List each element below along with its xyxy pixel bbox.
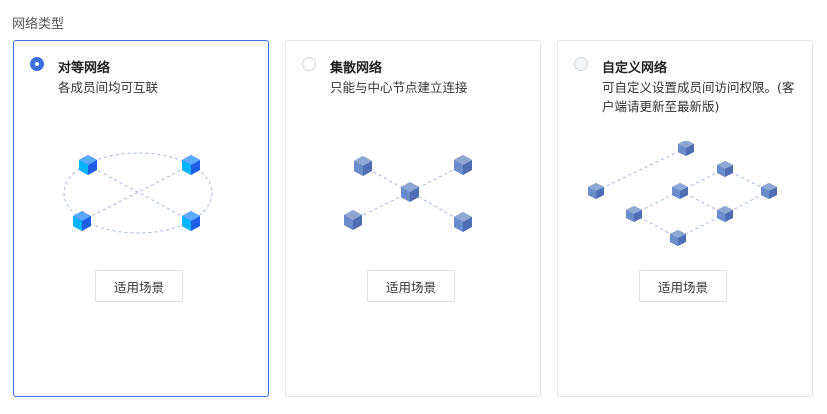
hub-network-diagram: [344, 155, 472, 232]
custom-network-diagram: [588, 141, 777, 246]
node-icon: [344, 210, 362, 230]
node-icon: [182, 211, 200, 231]
node-icon: [73, 211, 91, 231]
card-description: 各成员间均可互联: [58, 80, 159, 95]
node-icon: [717, 206, 733, 222]
node-icon: [588, 183, 604, 199]
section-title: 网络类型: [12, 17, 65, 32]
node-icon: [454, 212, 472, 232]
card-description: 只能与中心节点建立连接: [330, 80, 468, 95]
node-icon: [672, 183, 688, 199]
radio-hub[interactable]: [302, 57, 316, 71]
node-icon: [717, 161, 733, 177]
node-icon: [182, 155, 200, 175]
node-icon: [454, 155, 472, 175]
node-icon: [626, 206, 642, 222]
peer-network-diagram: [63, 152, 213, 234]
card-description: 可自定义设置成员间访问权限。(客户端请更新至最新版): [602, 80, 795, 114]
network-type-card-peer[interactable]: 对等网络 各成员间均可互联 适用场景: [13, 40, 269, 397]
node-icon: [761, 183, 777, 199]
radio-custom[interactable]: [574, 57, 588, 71]
node-icon: [678, 141, 694, 156]
node-icon: [670, 230, 686, 246]
use-case-button[interactable]: 适用场景: [95, 270, 183, 302]
use-case-button[interactable]: 适用场景: [639, 270, 727, 302]
hub-node-icon: [401, 182, 419, 202]
network-type-card-hub[interactable]: 集散网络 只能与中心节点建立连接 适用场景: [285, 40, 541, 397]
card-title: 集散网络: [330, 61, 383, 76]
node-icon: [79, 155, 97, 175]
card-title: 自定义网络: [602, 61, 668, 76]
node-icon: [354, 156, 372, 176]
card-title: 对等网络: [58, 61, 111, 76]
use-case-button[interactable]: 适用场景: [367, 270, 455, 302]
radio-peer[interactable]: [30, 57, 44, 71]
network-type-card-custom[interactable]: 自定义网络 可自定义设置成员间访问权限。(客户端请更新至最新版) 适用场景: [557, 40, 813, 397]
